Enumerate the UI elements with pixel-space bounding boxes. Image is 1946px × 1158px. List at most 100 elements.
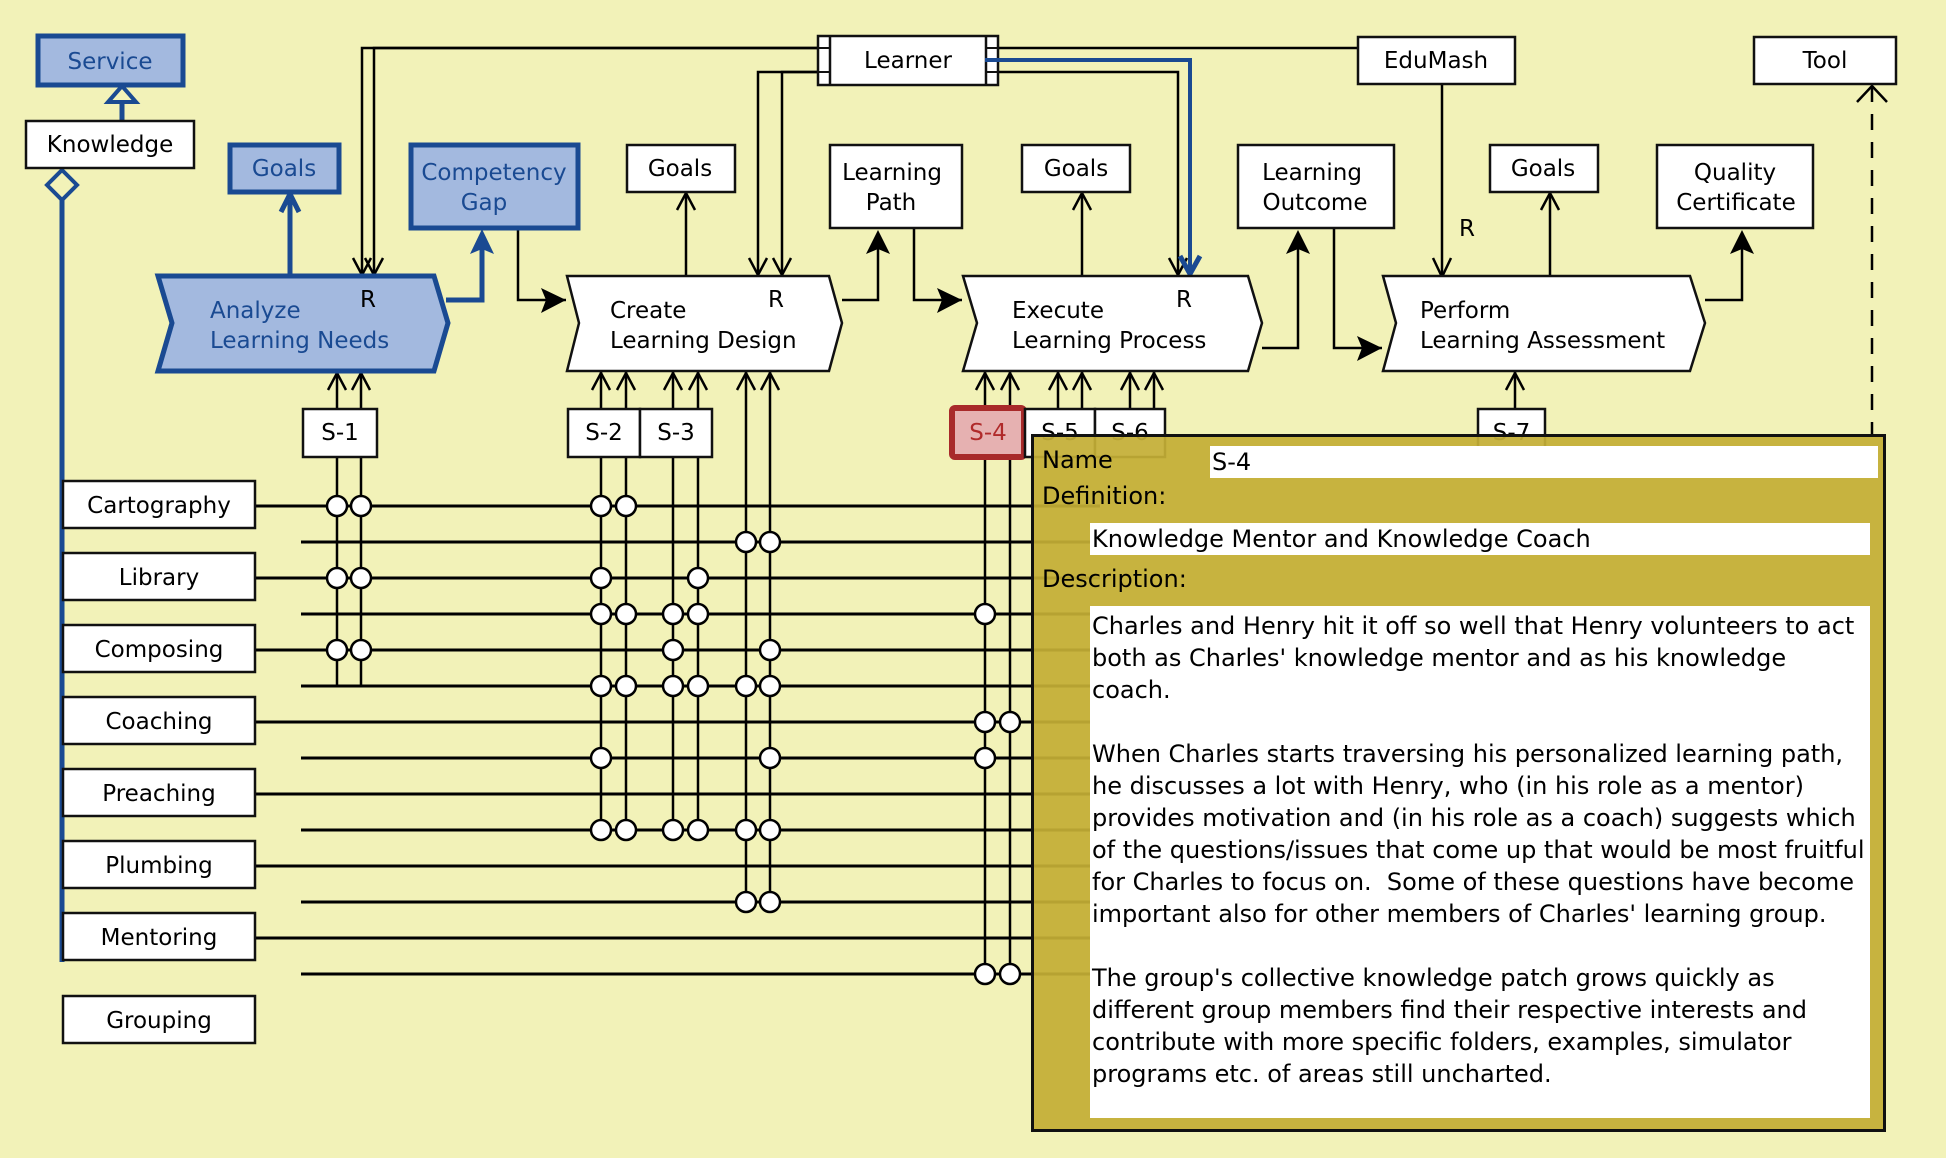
service-usage-dot[interactable] xyxy=(998,710,1022,734)
service-box-grouping[interactable]: Grouping xyxy=(61,994,257,1045)
service-usage-dot[interactable] xyxy=(734,818,758,842)
service-usage-dot[interactable] xyxy=(734,890,758,914)
service-node[interactable]: Service xyxy=(35,33,186,88)
tool-node[interactable]: Tool xyxy=(1752,35,1898,86)
service-usage-dot[interactable] xyxy=(614,674,638,698)
learning-path-label-2: Path xyxy=(866,190,917,216)
filled-arrowhead-icon xyxy=(866,230,890,254)
service-usage-dot[interactable] xyxy=(325,494,349,518)
filled-arrowhead-icon xyxy=(541,288,566,313)
service-usage-dot[interactable] xyxy=(686,674,710,698)
scenario-service-dots xyxy=(325,494,1022,986)
tool-label: Tool xyxy=(1802,48,1848,74)
service-usage-dot[interactable] xyxy=(973,710,997,734)
open-arrowhead-icon xyxy=(687,370,709,391)
service-box-mentoring[interactable]: Mentoring xyxy=(61,911,257,962)
service-usage-dot[interactable] xyxy=(758,890,782,914)
service-box-cartography[interactable]: Cartography xyxy=(61,479,257,530)
service-usage-dot[interactable] xyxy=(686,818,710,842)
service-box-library[interactable]: Library xyxy=(61,551,257,602)
service-usage-dot[interactable] xyxy=(734,674,758,698)
scenario-details-panel: Name S-4 Definition: Knowledge Mentor an… xyxy=(1031,434,1886,1132)
service-usage-dot[interactable] xyxy=(758,530,782,554)
service-usage-dot[interactable] xyxy=(661,602,685,626)
service-usage-dot[interactable] xyxy=(734,530,758,554)
service-usage-dot[interactable] xyxy=(589,818,613,842)
process-perform-learning-assessment[interactable]: Perform Learning Assessment xyxy=(1381,274,1707,373)
service-usage-dot[interactable] xyxy=(661,674,685,698)
service-usage-dot[interactable] xyxy=(758,638,782,662)
service-usage-dot[interactable] xyxy=(758,746,782,770)
goals-node-create[interactable]: Goals xyxy=(625,143,737,194)
goals-node-execute[interactable]: Goals xyxy=(1020,143,1132,194)
aggregation-diamond-icon xyxy=(44,167,80,203)
service-usage-dot[interactable] xyxy=(614,818,638,842)
service-usage-dot[interactable] xyxy=(973,746,997,770)
service-usage-dot[interactable] xyxy=(758,818,782,842)
filled-arrowhead-icon xyxy=(937,288,962,313)
service-usage-dot[interactable] xyxy=(686,566,710,590)
service-usage-dot[interactable] xyxy=(686,602,710,626)
learner-actor-node[interactable]: Learner xyxy=(816,34,1000,87)
description-field[interactable]: Charles and Henry hit it off so well tha… xyxy=(1090,606,1870,1118)
goals-label: Goals xyxy=(252,156,316,182)
service-usage-dot[interactable] xyxy=(589,566,613,590)
open-arrowhead-icon xyxy=(1504,370,1526,391)
process-execute-learning-process[interactable]: Execute Learning Process R xyxy=(961,274,1264,373)
service-usage-dot[interactable] xyxy=(614,602,638,626)
quality-certificate-node[interactable]: Quality Certificate xyxy=(1655,143,1815,230)
process-analyze-learning-needs[interactable]: Analyze Learning Needs R xyxy=(154,273,451,374)
service-usage-dot[interactable] xyxy=(589,674,613,698)
service-usage-dot[interactable] xyxy=(758,674,782,698)
goals-node-analyze[interactable]: Goals xyxy=(227,142,342,195)
scenario-box-s-1[interactable]: S-1 xyxy=(301,407,379,459)
competency-gap-node[interactable]: Competency Gap xyxy=(408,142,581,231)
service-usage-dot[interactable] xyxy=(589,746,613,770)
service-usage-dot[interactable] xyxy=(349,494,373,518)
service-usage-dot[interactable] xyxy=(614,494,638,518)
definition-field[interactable]: Knowledge Mentor and Knowledge Coach xyxy=(1090,523,1870,555)
knowledge-node[interactable]: Knowledge xyxy=(24,119,196,170)
open-arrowhead-icon xyxy=(759,370,781,391)
open-arrowhead-icon xyxy=(974,370,996,391)
open-arrowhead-icon xyxy=(735,370,757,391)
process-title-line1: Analyze xyxy=(210,298,301,324)
service-usage-dot[interactable] xyxy=(998,962,1022,986)
scenario-box-s-3[interactable]: S-3 xyxy=(638,407,714,459)
service-usage-dot[interactable] xyxy=(661,818,685,842)
open-arrowhead-icon xyxy=(1177,254,1203,280)
learner-to-analyze-line-2 xyxy=(372,46,818,275)
process-create-learning-design[interactable]: Create Learning Design R xyxy=(565,274,844,373)
open-arrowhead-icon xyxy=(999,370,1021,391)
process-title-line1: Execute xyxy=(1012,298,1104,324)
service-usage-dot[interactable] xyxy=(349,638,373,662)
learning-path-node[interactable]: Learning Path xyxy=(828,143,964,230)
service-box-plumbing[interactable]: Plumbing xyxy=(61,839,257,890)
service-usage-dot[interactable] xyxy=(973,602,997,626)
service-box-preaching[interactable]: Preaching xyxy=(61,767,257,818)
service-usage-dot[interactable] xyxy=(325,638,349,662)
edumash-actor-node[interactable]: EduMash xyxy=(1356,35,1517,86)
service-box-composing[interactable]: Composing xyxy=(61,623,257,674)
service-usage-dot[interactable] xyxy=(973,962,997,986)
role-marker: R xyxy=(360,287,376,313)
open-arrowhead-icon xyxy=(1119,370,1141,391)
service-label: Library xyxy=(119,565,199,591)
learner-to-create-line-2 xyxy=(780,70,818,275)
scenario-box-s-2[interactable]: S-2 xyxy=(566,407,642,459)
scenario-label: S-3 xyxy=(657,420,695,446)
service-box-coaching[interactable]: Coaching xyxy=(61,695,257,746)
name-field[interactable]: S-4 xyxy=(1210,446,1878,478)
learning-outcome-node[interactable]: Learning Outcome xyxy=(1236,143,1396,230)
scenario-columns xyxy=(326,370,1526,974)
service-usage-dot[interactable] xyxy=(661,638,685,662)
learner-label: Learner xyxy=(864,48,952,74)
service-usage-dot[interactable] xyxy=(589,494,613,518)
service-usage-dot[interactable] xyxy=(589,602,613,626)
service-usage-dot[interactable] xyxy=(325,566,349,590)
scenario-box-s-4[interactable]: S-4 xyxy=(949,405,1027,460)
service-usage-dot[interactable] xyxy=(349,566,373,590)
role-marker: R xyxy=(768,287,784,313)
goals-node-perform[interactable]: Goals xyxy=(1488,143,1600,194)
process-title-line1: Perform xyxy=(1420,298,1510,324)
